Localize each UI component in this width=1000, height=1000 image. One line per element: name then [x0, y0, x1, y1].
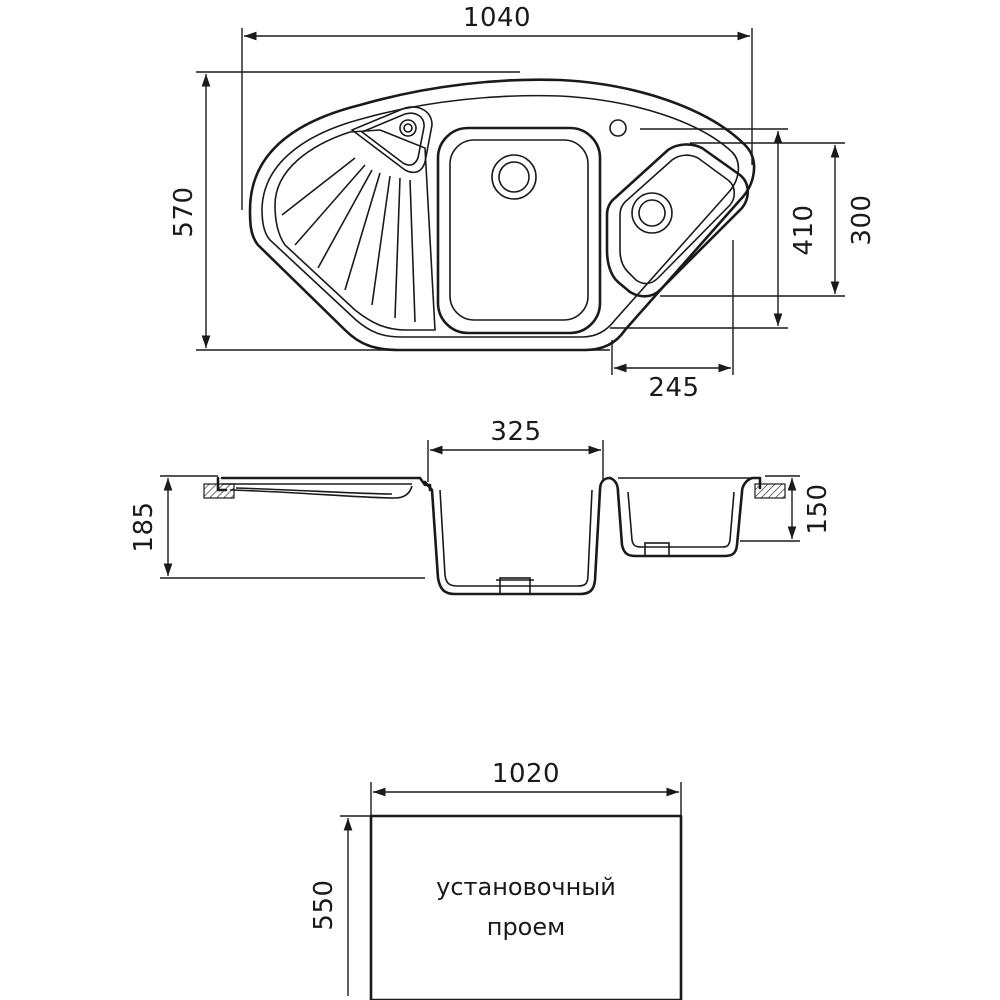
tap-hole-icon: [399, 119, 417, 137]
dim-245-label: 245: [648, 373, 699, 403]
drainboard: [274, 129, 436, 331]
cutout-view: 1020 550 установочный проем: [309, 759, 683, 1000]
top-view: 1040 570 410 300 245: [169, 3, 877, 403]
small-bowl: [605, 143, 750, 298]
dim-410-label: 410: [789, 204, 819, 255]
small-drain-icon: [631, 192, 673, 234]
dim-width-label: 1040: [463, 3, 531, 33]
sink-rim: [261, 94, 740, 338]
dim-1020-label: 1020: [492, 759, 560, 789]
accessory-hole-icon: [609, 119, 627, 137]
cutout-caption-line2: проем: [487, 913, 565, 941]
cutout-caption-line1: установочный: [436, 873, 616, 901]
cutout-rectangle: [369, 814, 683, 1000]
dim-325-label: 325: [490, 417, 541, 447]
small-drain-outlet: [644, 542, 670, 557]
sink-outline: [248, 78, 756, 352]
dim-185-label: 185: [129, 501, 159, 552]
dim-550-label: 550: [309, 879, 339, 930]
dim-150-label: 150: [803, 483, 833, 534]
main-drain-outlet: [499, 577, 531, 595]
side-view: 325 185 150: [129, 417, 833, 596]
drain-icon: [491, 154, 537, 200]
dim-300-label: 300: [847, 194, 877, 245]
dim-depth-label: 570: [169, 186, 199, 237]
tap-corner: [350, 106, 433, 174]
countertop-right: [754, 483, 786, 499]
main-bowl: [436, 126, 602, 335]
